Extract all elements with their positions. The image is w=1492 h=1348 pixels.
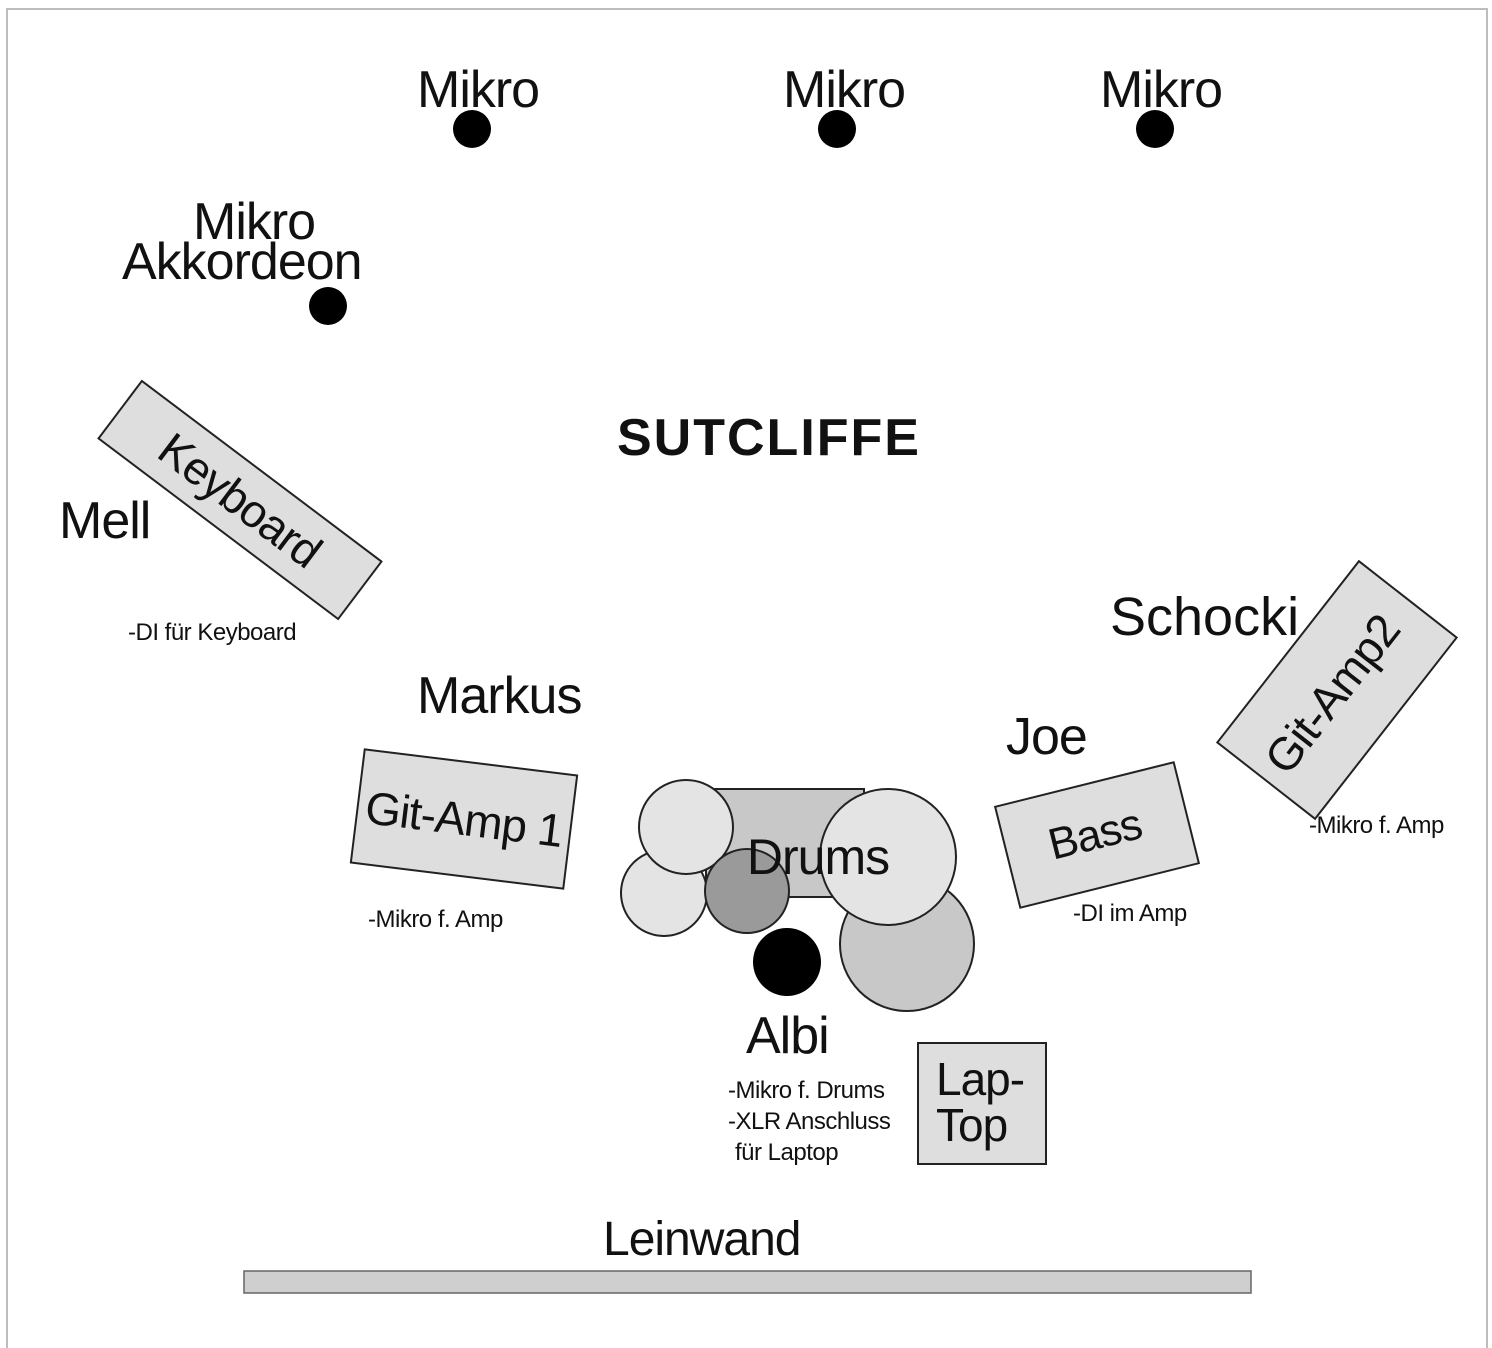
mic-dot-right (1136, 110, 1174, 148)
person-markus: Markus (417, 667, 582, 725)
mic-label-left: Mikro (417, 61, 540, 119)
laptop-label-line1: Lap- (936, 1053, 1025, 1105)
band-title: SUTCLIFFE (617, 409, 921, 467)
note-amp2-mic: -Mikro f. Amp (1309, 812, 1444, 839)
screen-label: Leinwand (603, 1213, 801, 1266)
note-amp1-mic: -Mikro f. Amp (368, 906, 503, 933)
cymbal-left (638, 779, 734, 875)
accordion-mic-label-line1: Mikro (193, 193, 316, 251)
accordion-mic-label-line2: Akkordeon (122, 233, 363, 291)
mic-dot-center (818, 110, 856, 148)
person-schocki: Schocki (1110, 587, 1300, 647)
snare-drum (704, 848, 790, 934)
git-amp2-box (1215, 559, 1459, 821)
diagram-frame (6, 8, 1488, 1348)
note-keyboard-di: -DI für Keyboard (128, 619, 297, 646)
person-albi: Albi (746, 1007, 830, 1065)
note-drums-mic: -Mikro f. Drums (728, 1077, 885, 1104)
note-bass-di: -DI im Amp (1073, 900, 1187, 927)
person-mell: Mell (59, 492, 151, 550)
laptop-label-line2: Top (936, 1099, 1008, 1151)
note-laptop-xlr-line1: -XLR Anschluss (728, 1108, 891, 1135)
drummer-mic-dot (753, 928, 821, 996)
laptop-box (917, 1042, 1047, 1165)
mic-dot-left (453, 110, 491, 148)
bass-box (993, 761, 1201, 909)
person-joe: Joe (1006, 708, 1088, 766)
mic-label-center: Mikro (783, 61, 906, 119)
screen-bar (243, 1270, 1252, 1294)
git-amp1-box (349, 748, 579, 890)
drum-kit (620, 779, 975, 1012)
cymbal-right (819, 788, 957, 926)
mic-dot-accordion (309, 287, 347, 325)
keyboard-box (97, 379, 383, 621)
drums-label: Drums (746, 829, 890, 885)
mic-label-right: Mikro (1100, 61, 1223, 119)
note-laptop-xlr-line2: für Laptop (735, 1139, 839, 1166)
